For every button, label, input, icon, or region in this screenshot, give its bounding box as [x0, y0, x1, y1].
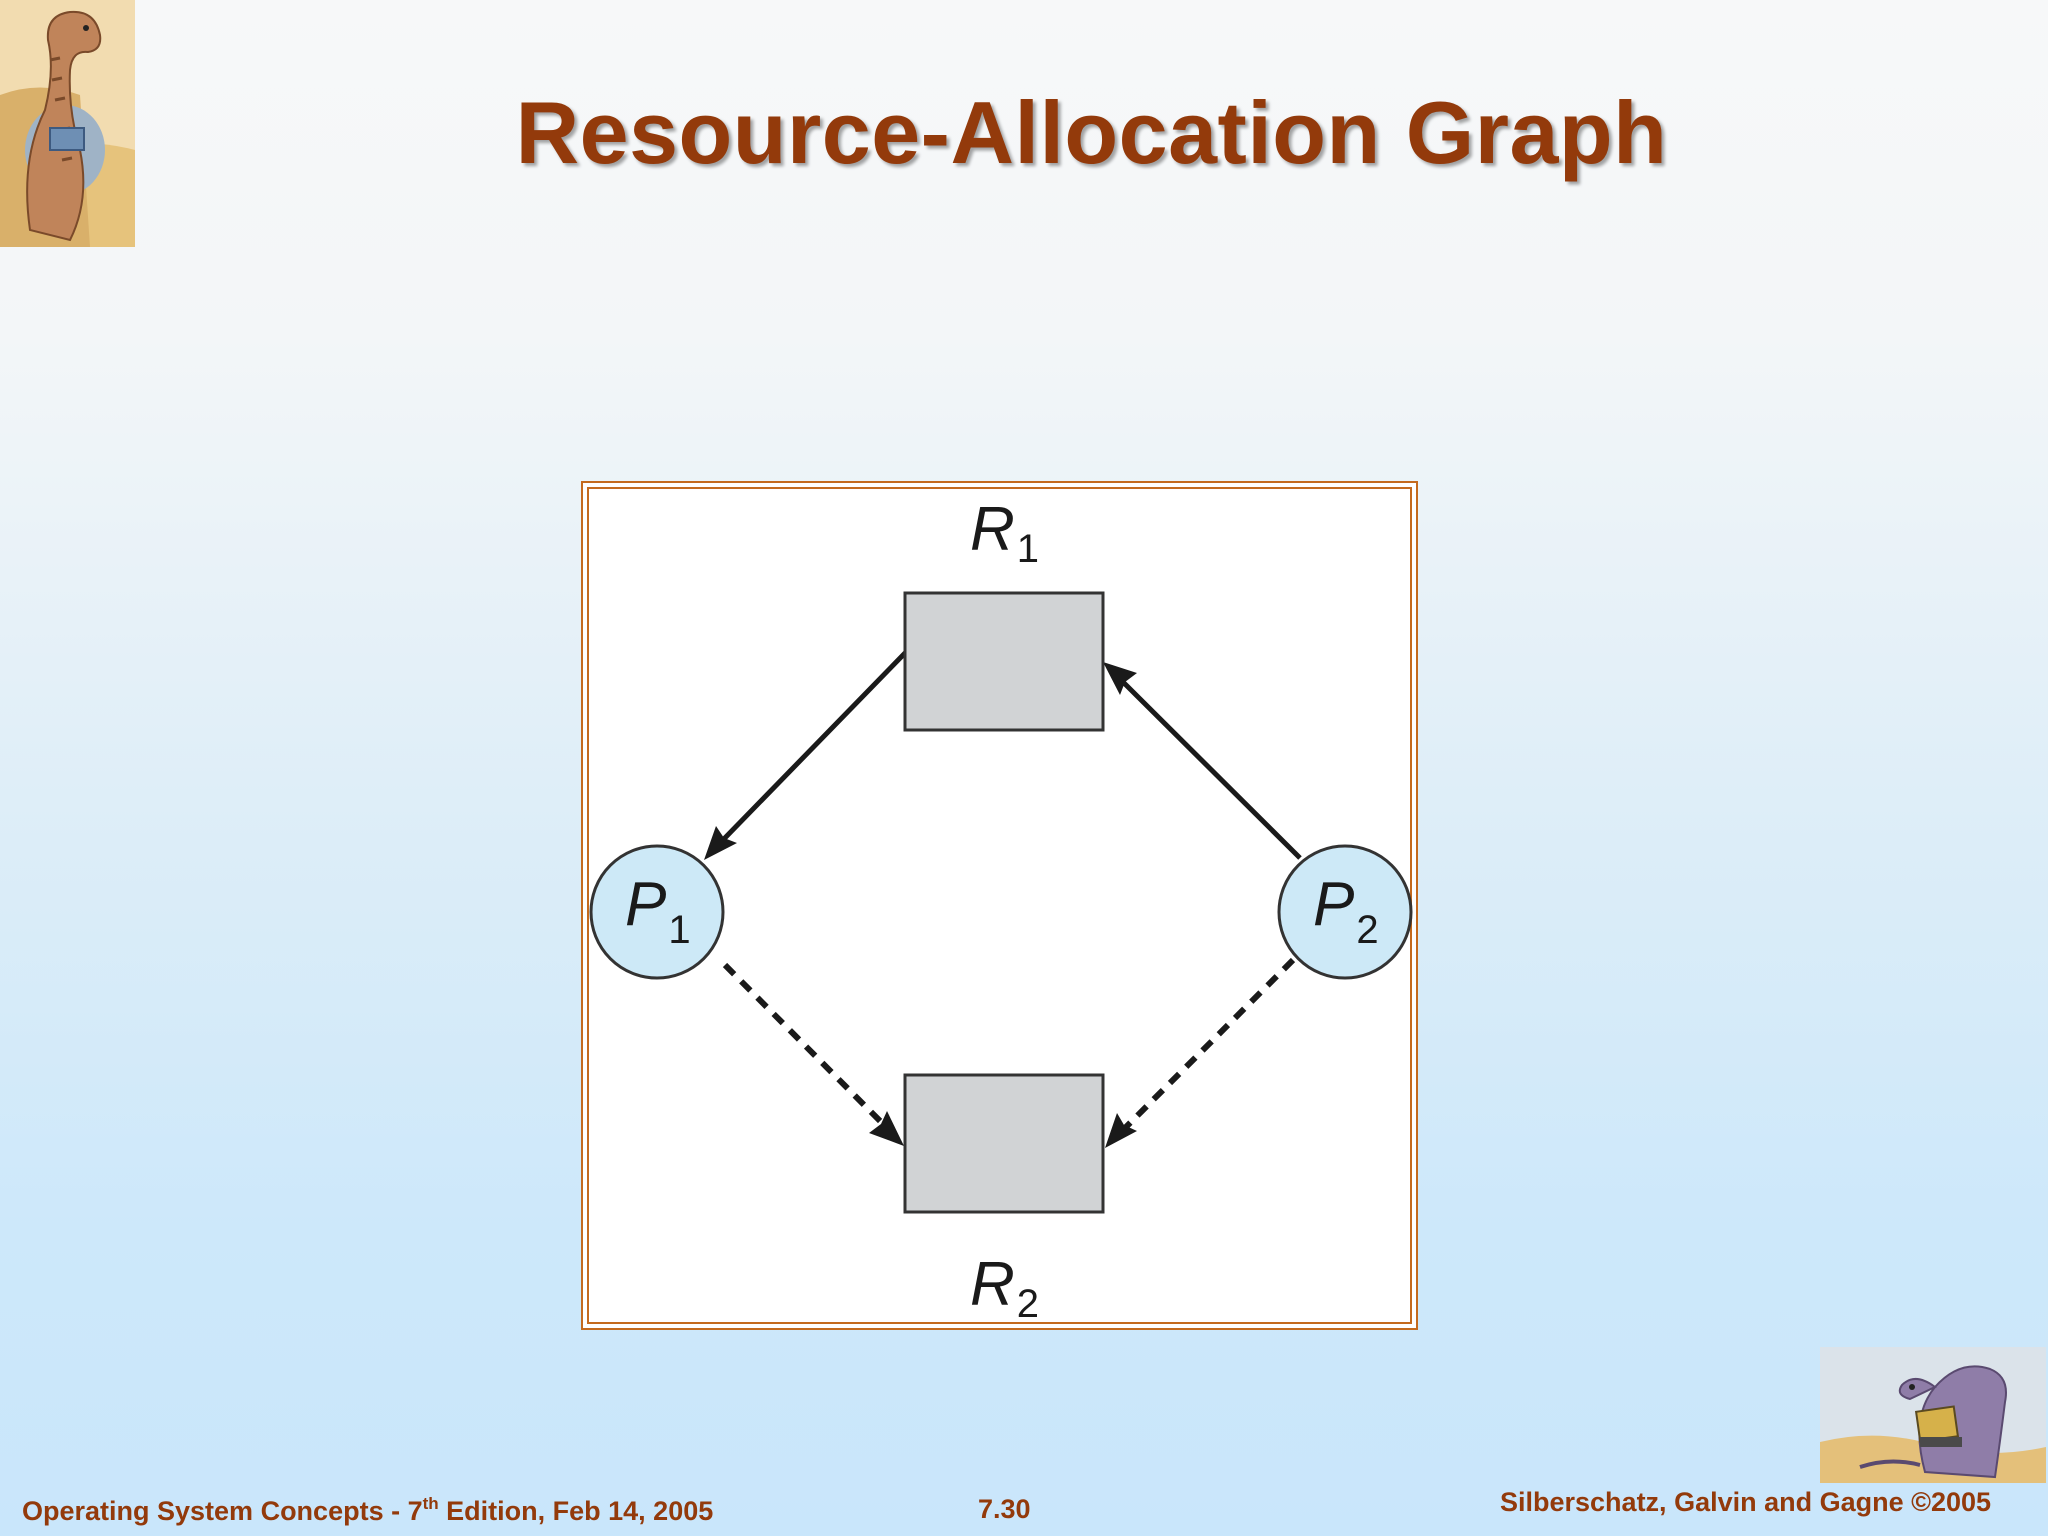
dinosaur-laptop-icon [1820, 1347, 2046, 1483]
edge-p2-to-r2-dashed [1105, 957, 1296, 1148]
edge-r1-to-p1 [704, 650, 908, 860]
footer-authors: Silberschatz, Galvin and Gagne ©2005 [1500, 1487, 1992, 1517]
process-p2-node [1277, 844, 1413, 980]
resource-r2-label: R2 [970, 1250, 1039, 1326]
process-p1-label: P1 [625, 870, 691, 952]
process-p2-label: P2 [1313, 870, 1379, 952]
process-p1-node [589, 844, 725, 980]
footer-page-number: 7.30 [978, 1494, 1031, 1524]
slide-title: Resource-Allocation Graph [515, 83, 1668, 182]
edge-p1-to-r2-dashed [722, 962, 904, 1146]
resource-r1-box [903, 591, 1105, 732]
edge-p2-to-r1 [1103, 662, 1302, 860]
dinosaur-reading-icon [0, 0, 135, 247]
resource-r2-box [903, 1073, 1105, 1214]
footer-course-edition: Operating System Concepts - 7th Edition,… [22, 1494, 714, 1526]
resource-r1-label: R1 [970, 495, 1039, 571]
